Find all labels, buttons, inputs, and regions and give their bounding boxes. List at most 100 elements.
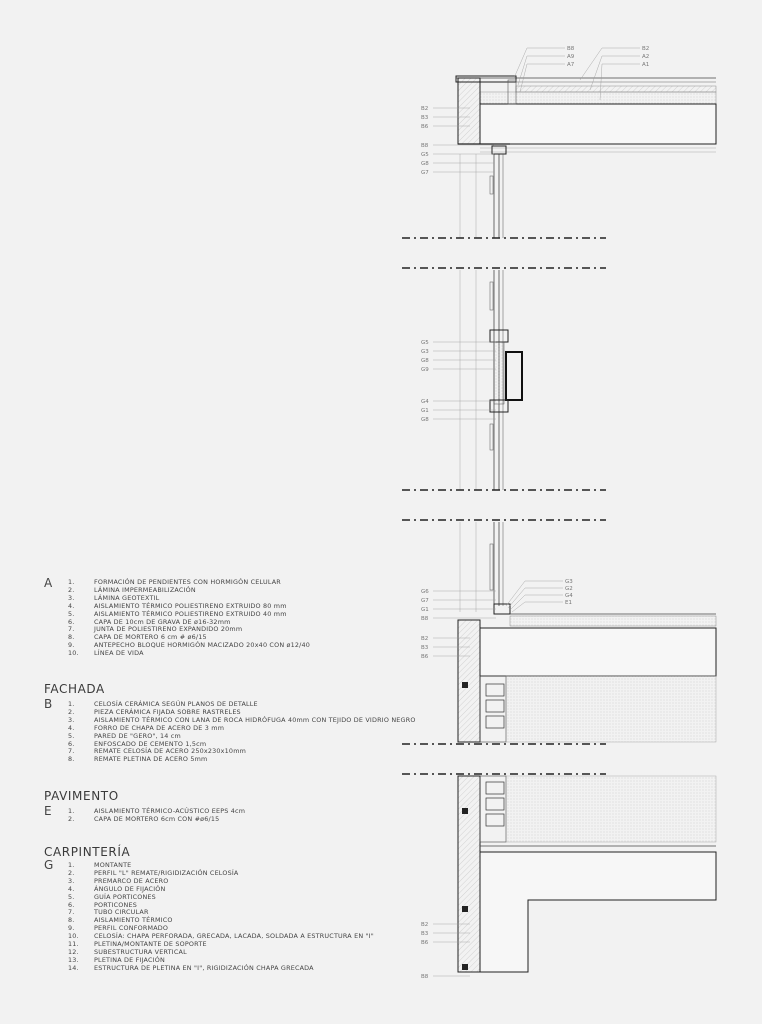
lower-wall-beam-section (457, 775, 717, 973)
legend-item: 13. PLETINA DE FIJACIÓN (68, 956, 165, 964)
legend-item: 11.PLETINA/MONTANTE DE SOPORTE (68, 940, 207, 948)
legend-item-number: 9. (68, 641, 75, 650)
legend-item-number: 6. (68, 617, 75, 626)
legend-item-number: 6. (68, 739, 75, 748)
legend-item: 7.JUNTA DE POLIESTIRENO EXPANDIDO 20mm (68, 625, 242, 633)
legend-item-text: AISLAMIENTO TÉRMICO POLIESTIRENO EXTRUID… (94, 601, 287, 610)
legend-item-number: 4. (68, 601, 75, 610)
legend-item-text: JUNTA DE POLIESTIRENO EXPANDIDO 20mm (94, 625, 243, 634)
legend-item: 1. FORMACIÓN DE PENDIENTES CON HORMIGÓN C… (68, 578, 281, 586)
legend-item: 2.LÁMINA IMPERMEABILIZACIÓN (68, 586, 196, 594)
legend-item-text: REMATE PLETINA DE ACERO 5mm (94, 755, 208, 764)
legend-item-text: CAPA DE 10cm DE GRAVA DE ø16-32mm (94, 617, 231, 626)
legend-item: 4. AISLAMIENTO TÉRMICO POLIESTIRENO EXTRU… (68, 602, 287, 610)
roof-slab-top (455, 75, 717, 153)
upper-window-section (459, 145, 507, 238)
legend-item: 10.CELOSÍA: CHAPA PERFORADA, GRECADA, LA… (68, 932, 374, 940)
legend-item: 6.ENFOSCADO DE CEMENTO 1,5cm (68, 740, 206, 748)
legend-item-text: PERFIL CONFORMADO (94, 924, 169, 933)
legend-item-text: CAPA DE MORTERO 6 cm # ø6/15 (94, 633, 207, 642)
legend-item-text: PIEZA CERÁMICA FIJADA SOBRE RASTRELES (94, 707, 241, 716)
legend-item-text: CELOSÍA CERÁMICA SEGÚN PLANOS DE DETALLE (94, 700, 258, 708)
callout-tag: G8 (421, 161, 429, 167)
callout-tag: G4 (565, 593, 573, 599)
legend-item-text: AISLAMIENTO TÉRMICO CON LANA DE ROCA HID… (94, 715, 416, 724)
callout-tag: B2 (421, 106, 428, 112)
leader-line (599, 63, 640, 101)
legend-item-text: SUBESTRUCTURA VERTICAL (94, 947, 187, 956)
legend-item: 8. AISLAMIENTO TÉRMICO (68, 916, 173, 924)
legend-item-number: 1. (68, 807, 75, 815)
legend-item: 4.ÁNGULO DE FIJACIÓN (68, 885, 166, 893)
legend-item-number: 5. (68, 609, 75, 618)
legend-item-number: 5. (68, 892, 75, 901)
legend-item-number: 3. (68, 876, 75, 885)
legend-item-text: REMATE CELOSÍA DE ACERO 250x230x10mm (94, 747, 247, 756)
legend-item: 2.CAPA DE MORTERO 6cm CON #ø6/15 (68, 815, 219, 823)
legend-item-number: 8. (68, 916, 75, 925)
callout-tag: B6 (421, 940, 429, 946)
legend-item-number: 11. (68, 940, 79, 948)
legend-item-number: 4. (68, 884, 75, 893)
callout-tag: B6 (421, 654, 429, 660)
legend-item-number: 4. (68, 723, 75, 732)
legend-item-number: 2. (68, 868, 75, 877)
leader-line (507, 587, 563, 609)
callout-tag: B3 (421, 645, 429, 651)
legend-item-number: 12. (68, 947, 79, 956)
legend-item-text: PLETINA DE FIJACIÓN (94, 955, 165, 964)
leader-line (505, 580, 563, 607)
callout-tag: G1 (421, 408, 429, 414)
legend-section-letter: G (44, 858, 54, 872)
legend-item-text: LÍNEA DE VIDA (94, 649, 144, 658)
legend-item-number: 14. (68, 963, 79, 972)
leader-tags: B8A9A7B2A2A1B2B3B6B8G5G8G7G5G3G8G9G4G1G8… (421, 46, 649, 980)
callout-tag: A2 (642, 54, 649, 60)
legend-item-text: CELOSÍA: CHAPA PERFORADA, GRECADA, LACAD… (94, 932, 374, 941)
legend-section-letter: A (44, 576, 53, 590)
floor-slab-section (457, 522, 717, 743)
callout-tag: A9 (567, 54, 575, 60)
leader-line (513, 47, 565, 79)
legend-item: 6.PORTICONES (68, 901, 137, 909)
legend-item-text: PREMARCO DE ACERO (94, 876, 169, 885)
legend-item-text: PARED DE "GERO", 14 cm (94, 731, 181, 740)
legend-item-text: ANTEPECHO BLOQUE HORMIGÓN MACIZADO 20x40… (94, 641, 311, 650)
legend-item-text: AISLAMIENTO TÉRMICO (94, 916, 173, 925)
callout-tag: B8 (421, 616, 429, 622)
legend-item-number: 1. (68, 700, 75, 708)
legend-item-number: 8. (68, 633, 75, 642)
legend-section-letter: B (44, 697, 53, 711)
legend-item-text: AISLAMIENTO TÉRMICO POLIESTIRENO EXTRUID… (94, 609, 287, 618)
callout-tag: G9 (421, 367, 429, 373)
legend-item-number: 13. (68, 955, 79, 964)
legend-item: 5.PARED DE "GERO", 14 cm (68, 732, 181, 740)
legend-item: 9. ANTEPECHO BLOQUE HORMIGÓN MACIZADO 20x… (68, 641, 310, 649)
callout-tag: E1 (565, 600, 572, 606)
legend-item: 3. AISLAMIENTO TÉRMICO CON LANA DE ROCA H… (68, 716, 416, 724)
legend-item-text: LÁMINA GEOTEXTIL (94, 593, 160, 602)
callout-tag: B6 (421, 124, 429, 130)
legend-section-title: PAVIMENTO (44, 789, 119, 803)
callout-tag: G5 (421, 340, 429, 346)
legend-item: 14. ESTRUCTURA DE PLETINA EN "I", RIGIDIZ… (68, 964, 314, 972)
legend-item-text: TUBO CIRCULAR (94, 908, 149, 917)
legend-item-number: 1. (68, 578, 75, 586)
callout-tag: G8 (421, 417, 429, 423)
callout-tag: B8 (567, 46, 575, 52)
callout-tag: G7 (421, 598, 429, 604)
legend-item: 2.PERFIL "L" REMATE/RIGIDIZACIÓN CELOSÍA (68, 869, 239, 877)
leader-line (579, 47, 640, 81)
legend-item: 9.PERFIL CONFORMADO (68, 924, 168, 932)
callout-tag: B2 (421, 922, 428, 928)
legend-item-text: FORMACIÓN DE PENDIENTES CON HORMIGÓN CEL… (94, 578, 281, 586)
legend-item: 2.PIEZA CERÁMICA FIJADA SOBRE RASTRELES (68, 708, 241, 716)
legend-item-text: ESTRUCTURA DE PLETINA EN "I", RIGIDIZACI… (94, 963, 314, 972)
callout-tag: G4 (421, 399, 429, 405)
leader-line (509, 594, 563, 611)
legend-item-number: 3. (68, 715, 75, 724)
legend-item: 7.TUBO CIRCULAR (68, 908, 149, 916)
legend-item-text: LÁMINA IMPERMEABILIZACIÓN (94, 585, 196, 594)
legend-item-text: GUÍA PORTICONES (94, 892, 156, 901)
